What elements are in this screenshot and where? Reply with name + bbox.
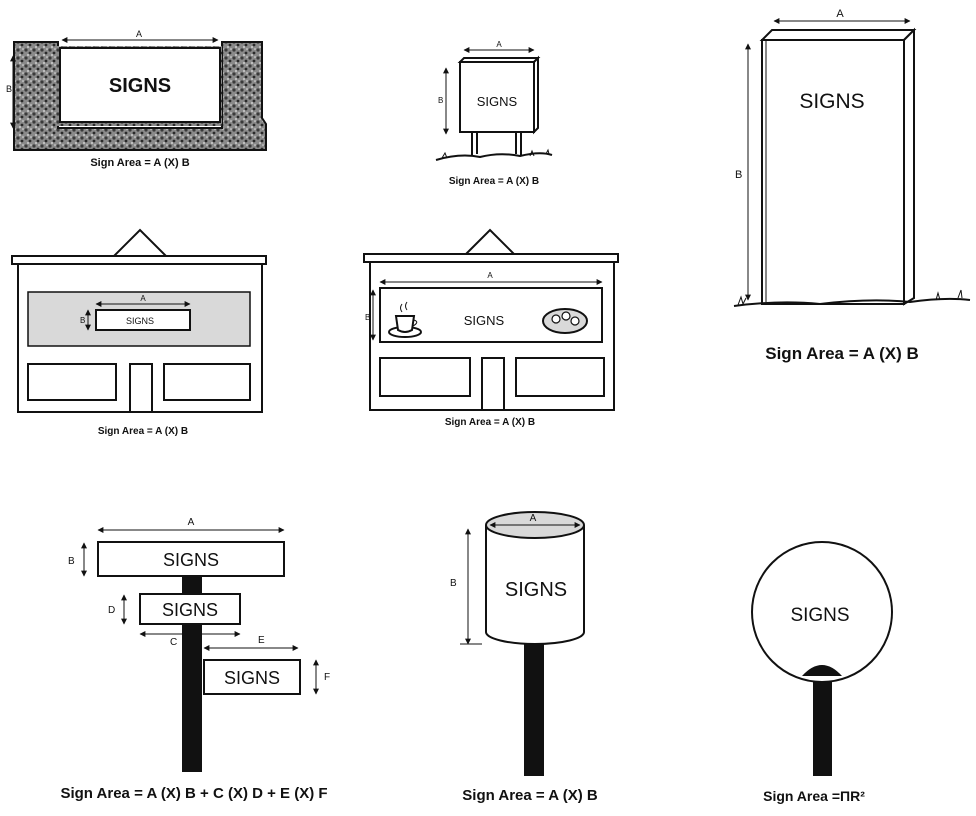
- sign-text: SIGNS: [477, 94, 518, 109]
- dimension-f-label: F: [324, 672, 330, 683]
- sign-text-1: SIGNS: [163, 550, 219, 570]
- round-sign-figure: SIGNS Sign Area =ΠR²: [751, 541, 893, 804]
- dimension-b-label: B: [735, 169, 742, 181]
- sign-panel-1: [97, 541, 285, 577]
- round-sign-panel: [751, 541, 893, 683]
- sign-area-caption: Sign Area =ΠR²: [763, 788, 865, 804]
- sign-text: SIGNS: [126, 316, 154, 326]
- sign-text: SIGNS: [505, 579, 567, 601]
- dimension-a-label: A: [136, 29, 142, 39]
- window-left: [379, 357, 471, 397]
- post: [524, 640, 544, 776]
- steam: [400, 301, 408, 313]
- sign-area-caption: Sign Area = A (X) B: [449, 176, 539, 187]
- wall-sign-panel: [95, 309, 191, 331]
- sign-text-3: SIGNS: [224, 668, 280, 688]
- dimension-a-label: A: [487, 271, 493, 280]
- sign-area-caption: Sign Area = A (X) B: [445, 417, 535, 428]
- dimension-b-label: B: [80, 316, 85, 325]
- small-ground-sign-figure: A B SIGNS Sign Area = A (X) B: [435, 40, 553, 187]
- wall-band-sign-figure: A B SIGNS Sign Area = A (X) B: [11, 228, 267, 437]
- sign-text-2: SIGNS: [162, 600, 218, 620]
- dimension-a-label: A: [140, 294, 146, 303]
- sign-panel-3: [203, 659, 301, 695]
- post: [813, 670, 832, 776]
- dimension-b-label: B: [68, 556, 75, 567]
- dimension-a-label: A: [836, 8, 844, 20]
- dimension-e-label: E: [258, 635, 265, 646]
- sign-text: SIGNS: [799, 90, 864, 113]
- dimension-b-label: B: [450, 578, 457, 589]
- coffee-cup: [394, 315, 416, 333]
- door: [129, 363, 153, 413]
- dimension-d-label: D: [108, 605, 115, 616]
- sign-panel-2: [139, 593, 241, 625]
- monument-sign-figure: A B SIGNS Sign Area = A (X) B: [6, 29, 267, 169]
- sign-area-caption: Sign Area = A (X) B + C (X) D + E (X) F: [60, 785, 327, 802]
- sign-area-caption: Sign Area = A (X) B: [98, 426, 188, 437]
- dimension-b-label: B: [438, 96, 443, 105]
- cylinder-body: [485, 525, 585, 645]
- dimension-c-label: C: [170, 637, 177, 648]
- sign-area-caption: Sign Area = A (X) B: [462, 787, 598, 804]
- dimension-a-label: A: [496, 40, 502, 49]
- pylon-sign-panel: [761, 39, 905, 305]
- sign-text: SIGNS: [790, 605, 849, 626]
- window-right: [163, 363, 251, 401]
- multi-post-sign-figure: SIGNS SIGNS SIGNS A B D C E F Sign Area …: [60, 517, 330, 802]
- wall-full-sign-figure: A B SIGNS Sign Area = A (X) B: [363, 228, 619, 428]
- door: [481, 357, 505, 411]
- small-sign-panel: [459, 61, 535, 133]
- sign-area-caption: Sign Area = A (X) B: [765, 344, 919, 363]
- post-bracket: [802, 665, 842, 676]
- dimension-b-label: B: [365, 313, 370, 322]
- window-left: [27, 363, 117, 401]
- dimension-a-label: A: [188, 517, 195, 528]
- dimension-a-label: A: [530, 513, 537, 524]
- window-right: [515, 357, 605, 397]
- sign-area-caption: Sign Area = A (X) B: [90, 157, 189, 169]
- monument-sign-panel: [59, 47, 221, 123]
- sign-text: SIGNS: [464, 313, 505, 328]
- tall-pylon-sign-figure: A B SIGNS Sign Area = A (X) B: [733, 8, 971, 363]
- dimension-b-label: B: [6, 84, 12, 94]
- cylinder-sign-figure: A B SIGNS Sign Area = A (X) B: [450, 511, 598, 804]
- sign-text: SIGNS: [109, 75, 171, 97]
